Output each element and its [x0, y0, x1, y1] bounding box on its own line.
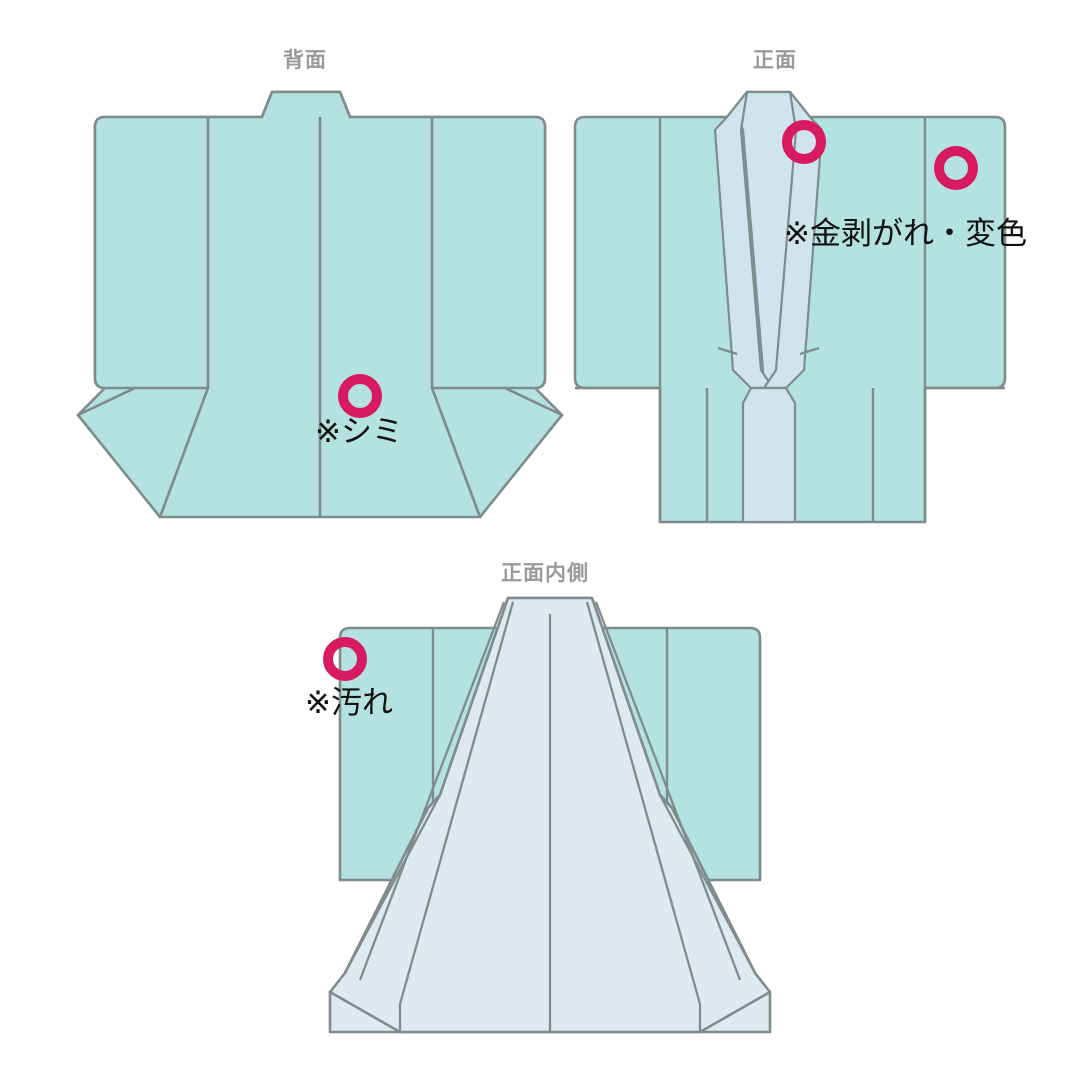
gold-peel-annotation: ※金剥がれ・変色	[784, 216, 1027, 252]
front-collar-notch-right	[799, 346, 820, 356]
stain-marker	[338, 374, 382, 418]
back-seam-right-hem	[430, 386, 482, 519]
soil-marker	[323, 637, 367, 681]
front-collar-notch-left	[717, 346, 738, 356]
inner-seam-right-fold-b	[594, 601, 742, 981]
kimono-front-illustration	[573, 90, 1007, 524]
gold-peel-marker-collar	[782, 120, 826, 164]
back-collar-tab-top	[260, 90, 352, 119]
soil-annotation: ※汚れ	[305, 685, 393, 721]
inner-seam-left-fold-a	[398, 601, 515, 1005]
figure-title-inner: 正面内側	[501, 562, 589, 585]
back-seam-right-gore	[503, 386, 564, 417]
inner-lining-edge-left	[343, 794, 442, 974]
figure-title-front: 正面	[753, 49, 797, 72]
back-seam-left-hem	[158, 386, 210, 519]
inner-seam-left-fold-b	[358, 601, 506, 981]
back-seam-left-gore	[76, 386, 137, 417]
kimono-back-illustration	[76, 90, 564, 519]
front-collar-v-wedge	[741, 386, 797, 524]
inner-lining-edge-right	[658, 794, 757, 974]
gold-peel-marker-sleeve	[934, 146, 978, 190]
figure-title-back: 背面	[283, 49, 327, 72]
inner-seam-right-fold-a	[585, 601, 702, 1005]
kimono-inner-illustration	[323, 596, 772, 1034]
stain-annotation: ※シミ	[315, 414, 403, 450]
